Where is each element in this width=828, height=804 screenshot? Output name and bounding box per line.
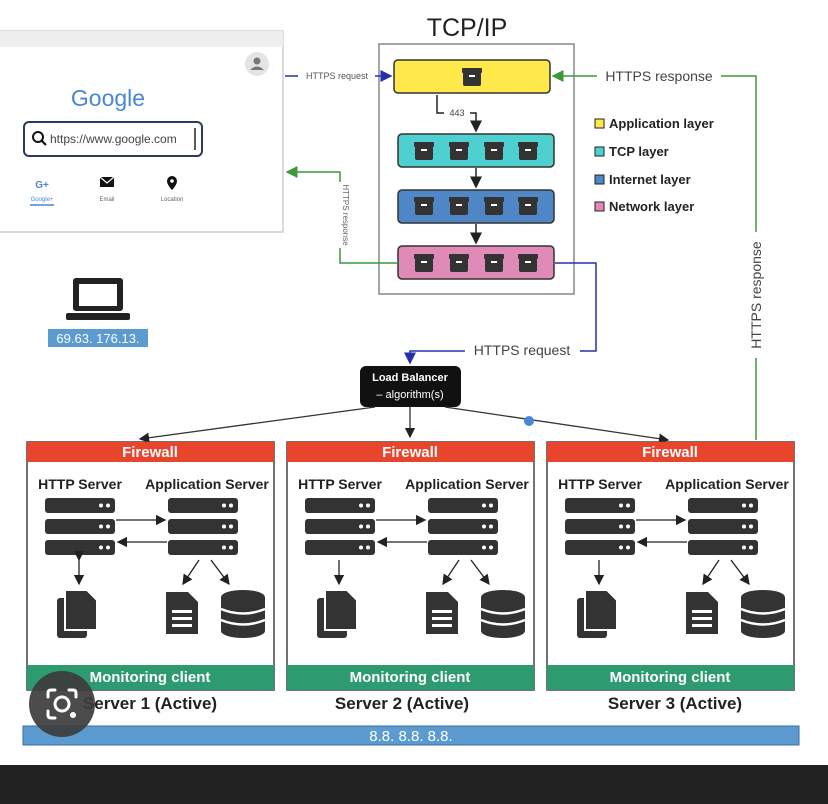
- account-icon[interactable]: [245, 52, 269, 76]
- bottom-bar: [0, 765, 828, 804]
- port-label: 443: [449, 108, 464, 118]
- shortcut-location[interactable]: Location: [161, 176, 184, 203]
- shortcut-email[interactable]: Email: [99, 176, 115, 203]
- dns-ip-label: 8.8. 8.8. 8.8.: [369, 728, 452, 745]
- load-balancer-title: Load Balancer: [372, 372, 449, 384]
- camera-search-icon: [46, 688, 78, 720]
- server-name: Server 3 (Active): [608, 694, 742, 713]
- search-box[interactable]: https://www.google.com: [23, 121, 203, 157]
- tcpip-stack-frame: [378, 43, 575, 295]
- shortcut-label: Location: [161, 197, 184, 203]
- shortcut-label: Email: [99, 197, 114, 203]
- firewall-label: Firewall: [122, 444, 178, 461]
- app-server-label: Application Server: [405, 476, 529, 492]
- https-request-lb-label: HTTPS request: [474, 342, 571, 358]
- lb-to-server-3: [444, 406, 670, 444]
- document-icon: [166, 592, 198, 634]
- page-title: TCP/IP: [427, 14, 508, 42]
- search-url-text: https://www.google.com: [50, 132, 177, 146]
- https-response-vertical-label: HTTPS response: [748, 241, 764, 349]
- legend-item: TCP layer: [594, 144, 669, 159]
- http-server-label: HTTP Server: [38, 476, 122, 492]
- client-ip-bg: [48, 329, 148, 347]
- http-server-label: HTTP Server: [298, 476, 382, 492]
- firewall-bar: [287, 442, 534, 462]
- mail-icon: [99, 176, 115, 187]
- app-server-label: Application Server: [145, 476, 269, 492]
- firewall-label: Firewall: [642, 444, 698, 461]
- document-icon: [686, 592, 718, 634]
- http-server-icon: [305, 498, 375, 555]
- database-icon: [219, 588, 267, 640]
- load-balancer-subtitle: – algorithm(s): [376, 389, 443, 401]
- database-icon: [739, 588, 787, 640]
- firewall-label: Firewall: [382, 444, 438, 461]
- database-icon: [479, 588, 527, 640]
- lens-button[interactable]: [29, 671, 95, 737]
- monitoring-bar: [547, 665, 794, 690]
- google-plus-icon: G+: [35, 180, 49, 191]
- http-server-label: HTTP Server: [558, 476, 642, 492]
- application-layer-block: [393, 59, 551, 94]
- https-request-lb-arrow: [404, 262, 597, 365]
- load-balancer: Load Balancer – algorithm(s): [360, 366, 461, 407]
- https-response-small-label: HTTPS response: [341, 184, 350, 246]
- monitoring-bar: [287, 665, 534, 690]
- internet-layer-block: [397, 189, 555, 224]
- https-response-label: HTTPS response: [605, 68, 713, 84]
- tcp-layer-block: [397, 133, 555, 168]
- app-server-icon: [168, 498, 238, 555]
- legend-label: Network layer: [609, 199, 694, 214]
- client-ip: 69.63. 176.13.: [56, 331, 139, 346]
- legend-label: Application layer: [609, 116, 714, 131]
- legend-item: Network layer: [594, 199, 694, 214]
- document-icon: [426, 592, 458, 634]
- location-pin-icon: [167, 176, 177, 190]
- legend-label: Internet layer: [609, 172, 691, 187]
- laptop-icon: [66, 278, 130, 320]
- firewall-bar: [27, 442, 274, 462]
- legend-item: Application layer: [594, 116, 714, 131]
- shortcut-google-plus[interactable]: G+ Google+: [30, 180, 54, 206]
- monitoring-label: Monitoring client: [350, 669, 471, 686]
- legend-item: Internet layer: [594, 172, 691, 187]
- network-layer-block: [397, 245, 555, 280]
- http-server-icon: [565, 498, 635, 555]
- lb-to-server-1: [138, 406, 376, 443]
- server-2: Firewall HTTP Server Application Server …: [286, 441, 535, 691]
- http-server-icon: [45, 498, 115, 555]
- monitoring-label: Monitoring client: [90, 669, 211, 686]
- server-3: Firewall HTTP Server Application Server …: [546, 441, 795, 691]
- search-icon: [32, 131, 47, 146]
- https-request-label: HTTPS request: [306, 71, 369, 81]
- app-server-label: Application Server: [665, 476, 789, 492]
- monitoring-label: Monitoring client: [610, 669, 731, 686]
- server-1: Firewall HTTP Server Application Server …: [26, 441, 275, 691]
- legend: Application layer TCP layer Internet lay…: [594, 116, 714, 214]
- server-name: Server 1 (Active): [83, 694, 217, 713]
- connection-dot: [524, 416, 534, 426]
- google-logo: Google: [71, 85, 145, 111]
- app-server-icon: [688, 498, 758, 555]
- server-name: Server 2 (Active): [335, 694, 469, 713]
- shortcut-label: Google+: [31, 197, 54, 203]
- dns-ip-bar: [22, 725, 800, 746]
- legend-label: TCP layer: [609, 144, 669, 159]
- firewall-bar: [547, 442, 794, 462]
- browser-window: Google https://www.google.com G+ Google+…: [0, 30, 284, 233]
- app-server-icon: [428, 498, 498, 555]
